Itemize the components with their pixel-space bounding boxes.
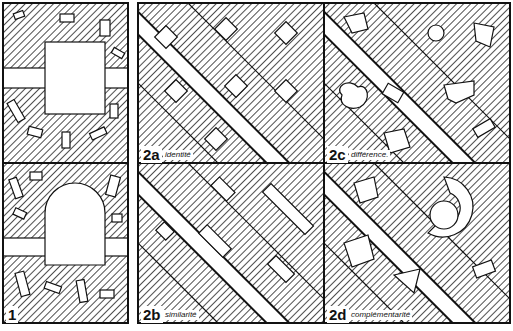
caption-word: différence. xyxy=(349,150,390,160)
caption-word: similarité xyxy=(163,310,199,320)
figure-number: 2d xyxy=(327,306,349,323)
figure-number: 2a xyxy=(141,146,162,163)
plan-panel xyxy=(0,3,140,323)
caption-word: identité xyxy=(163,150,193,160)
figure-number: 2b xyxy=(141,306,163,323)
figure-number: 2c xyxy=(327,146,348,163)
figure-number: 1 xyxy=(6,306,18,323)
pattern-panel xyxy=(118,0,513,331)
caption-word: complémentarité xyxy=(349,310,412,320)
